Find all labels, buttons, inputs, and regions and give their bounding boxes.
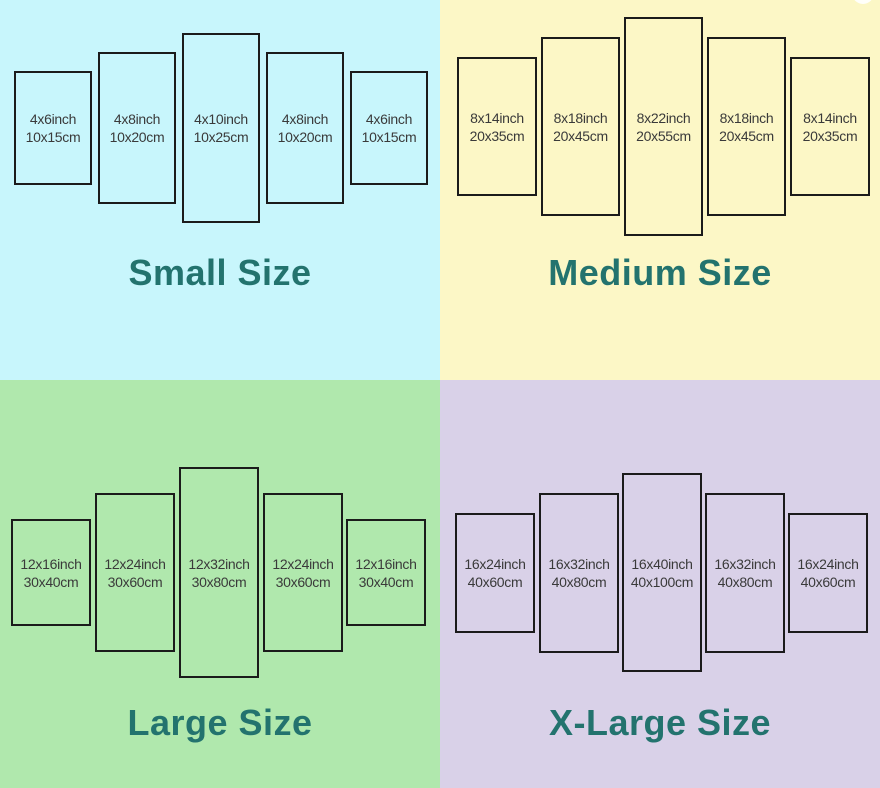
panel-inch-label: 4x10inch bbox=[194, 111, 248, 127]
panel-cm-label: 30x60cm bbox=[275, 573, 331, 590]
panel-inch-label: 16x32inch bbox=[548, 556, 610, 572]
section-title: Small Size bbox=[128, 252, 312, 293]
size-panel: 4x8inch 10x20cm bbox=[98, 52, 176, 204]
panel-inch-label: 12x16inch bbox=[20, 555, 82, 572]
size-panel: 12x24inch 30x60cm bbox=[263, 493, 343, 652]
panel-cm-label: 40x100cm bbox=[630, 573, 694, 590]
size-panel: 8x14inch 20x35cm bbox=[457, 57, 537, 196]
panel-cm-label: 20x35cm bbox=[469, 127, 525, 144]
small-size-section: 4x6inch 10x15cm 4x8inch 10x20cm 4x10inch… bbox=[0, 0, 440, 380]
size-panel: 8x18inch 20x45cm bbox=[707, 37, 786, 216]
section-title: X-Large Size bbox=[548, 702, 772, 743]
panel-inch-label: 4x6inch bbox=[29, 111, 77, 127]
panel-cm-label: 10x25cm bbox=[193, 129, 249, 145]
panel-inch-label: 4x8inch bbox=[113, 111, 161, 127]
size-panel: 12x16inch 30x40cm bbox=[11, 519, 91, 626]
panel-cm-label: 10x20cm bbox=[109, 129, 165, 145]
size-panel: 16x32inch 40x80cm bbox=[539, 493, 619, 653]
panel-cm-label: 10x20cm bbox=[277, 129, 333, 145]
panel-inch-label: 16x40inch bbox=[631, 555, 693, 572]
medium-size-section: 8x14inch 20x35cm 8x18inch 20x45cm 8x22in… bbox=[440, 0, 880, 380]
panel-inch-label: 8x22inch bbox=[636, 109, 691, 126]
panel-cm-label: 10x15cm bbox=[25, 129, 81, 145]
panel-cm-label: 20x45cm bbox=[719, 127, 774, 144]
size-panel: 12x16inch 30x40cm bbox=[346, 519, 426, 626]
panel-cm-label: 40x60cm bbox=[800, 574, 856, 590]
section-title: Medium Size bbox=[548, 252, 772, 293]
size-panel: 16x40inch 40x100cm bbox=[622, 473, 702, 672]
panel-inch-label: 16x32inch bbox=[714, 556, 776, 572]
panel-inch-label: 8x18inch bbox=[553, 109, 608, 126]
size-panel: 8x18inch 20x45cm bbox=[541, 37, 620, 216]
panel-cm-label: 20x55cm bbox=[636, 127, 691, 144]
panel-cm-label: 10x15cm bbox=[361, 129, 417, 145]
panel-cm-label: 30x40cm bbox=[23, 573, 79, 590]
panel-inch-label: 12x32inch bbox=[188, 555, 250, 572]
panel-inch-label: 16x24inch bbox=[464, 556, 526, 572]
size-panel: 16x24inch 40x60cm bbox=[455, 513, 535, 633]
size-panel: 4x6inch 10x15cm bbox=[350, 71, 428, 185]
panel-inch-label: 16x24inch bbox=[797, 556, 859, 572]
size-panel: 4x10inch 10x25cm bbox=[182, 33, 260, 223]
size-panel: 8x22inch 20x55cm bbox=[624, 17, 703, 236]
section-title: Large Size bbox=[127, 702, 313, 743]
panel-inch-label: 12x24inch bbox=[104, 555, 166, 572]
panel-cm-label: 40x80cm bbox=[717, 574, 773, 590]
size-panel: 8x14inch 20x35cm bbox=[790, 57, 870, 196]
panel-cm-label: 30x80cm bbox=[191, 573, 247, 590]
panel-cm-label: 20x45cm bbox=[553, 127, 608, 144]
size-panel: 12x24inch 30x60cm bbox=[95, 493, 175, 652]
corner-mark bbox=[852, 0, 874, 4]
panel-inch-label: 4x8inch bbox=[281, 111, 329, 127]
panel-inch-label: 8x14inch bbox=[803, 109, 857, 126]
panel-inch-label: 12x16inch bbox=[355, 555, 417, 572]
panel-cm-label: 30x40cm bbox=[358, 573, 414, 590]
size-panel: 16x32inch 40x80cm bbox=[705, 493, 785, 653]
panel-inch-label: 12x24inch bbox=[272, 555, 334, 572]
panel-inch-label: 8x18inch bbox=[719, 109, 774, 126]
x-large-size-section: 16x24inch 40x60cm 16x32inch 40x80cm 16x4… bbox=[440, 380, 880, 788]
size-panel: 16x24inch 40x60cm bbox=[788, 513, 868, 633]
panel-inch-label: 8x14inch bbox=[470, 109, 524, 126]
large-size-section: 12x16inch 30x40cm 12x24inch 30x60cm 12x3… bbox=[0, 380, 440, 788]
panel-cm-label: 40x80cm bbox=[551, 574, 607, 590]
size-panel: 12x32inch 30x80cm bbox=[179, 467, 259, 678]
size-panel: 4x6inch 10x15cm bbox=[14, 71, 92, 185]
panel-inch-label: 4x6inch bbox=[365, 111, 413, 127]
panel-cm-label: 20x35cm bbox=[802, 127, 858, 144]
panel-cm-label: 40x60cm bbox=[467, 574, 523, 590]
size-panel: 4x8inch 10x20cm bbox=[266, 52, 344, 204]
panel-cm-label: 30x60cm bbox=[107, 573, 163, 590]
